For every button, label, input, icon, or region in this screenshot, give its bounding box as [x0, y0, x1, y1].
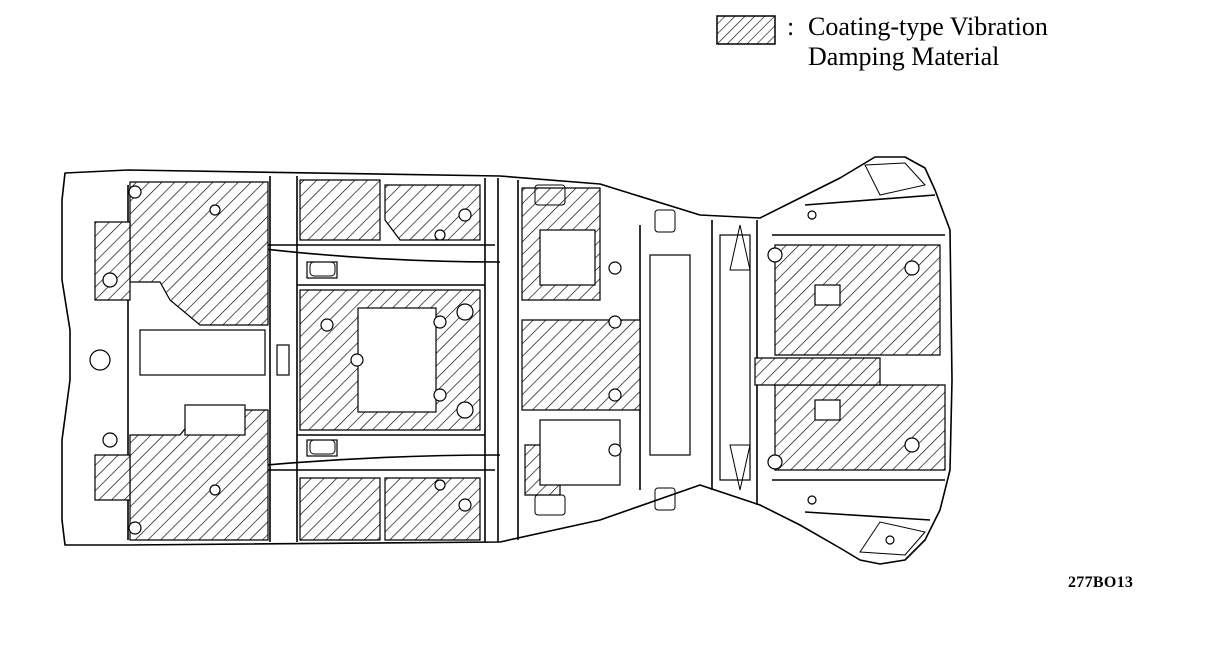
damping-area-mid-top: [299, 179, 381, 241]
drain-hole: [807, 495, 817, 505]
legend-colon: :: [787, 12, 795, 41]
drain-hole: [350, 353, 364, 367]
damping-area-rear-top: [774, 244, 941, 356]
drain-hole: [608, 443, 622, 457]
drain-hole: [458, 208, 472, 222]
drain-hole: [904, 260, 920, 276]
damping-area-mid-bottom: [299, 477, 381, 541]
damping-area-rear-cross: [754, 357, 881, 386]
drain-hole: [885, 535, 895, 545]
drain-hole: [434, 479, 446, 491]
drain-hole: [608, 388, 622, 402]
drain-hole: [456, 303, 474, 321]
legend-label-line2: Damping Material: [808, 42, 1000, 71]
legend-label-line1: Coating-type Vibration: [808, 12, 1048, 41]
drain-hole: [102, 432, 118, 448]
drain-hole: [102, 272, 118, 288]
drain-hole: [434, 229, 446, 241]
drain-hole: [807, 210, 817, 220]
damping-area-front-right: [129, 409, 269, 541]
damping-area-rear-bottom: [774, 384, 946, 471]
drain-hole: [767, 247, 783, 263]
drain-hole: [128, 521, 142, 535]
drain-hole: [904, 437, 920, 453]
body-outline: [61, 156, 953, 565]
drain-hole: [767, 454, 783, 470]
drain-hole: [320, 318, 334, 332]
legend: : Coating-type Vibration Damping Materia…: [716, 12, 1106, 74]
damping-area-front-left: [129, 181, 269, 326]
drain-hole: [209, 484, 221, 496]
damping-area-front-upper: [94, 221, 131, 301]
drain-hole: [608, 261, 622, 275]
drain-hole: [458, 498, 472, 512]
drain-hole: [433, 315, 447, 329]
damping-area-center-left-2: [521, 319, 641, 411]
damping-area-mid-bottom-2: [384, 477, 481, 541]
drain-hole: [209, 204, 221, 216]
drain-hole: [456, 401, 474, 419]
damping-area-front-lower: [94, 454, 131, 501]
drain-hole: [433, 388, 447, 402]
figure-code: 277BO13: [1068, 574, 1134, 591]
legend-hatch-swatch: [716, 15, 776, 45]
drain-hole: [89, 349, 111, 371]
drain-hole: [608, 315, 622, 329]
drain-hole: [128, 185, 142, 199]
